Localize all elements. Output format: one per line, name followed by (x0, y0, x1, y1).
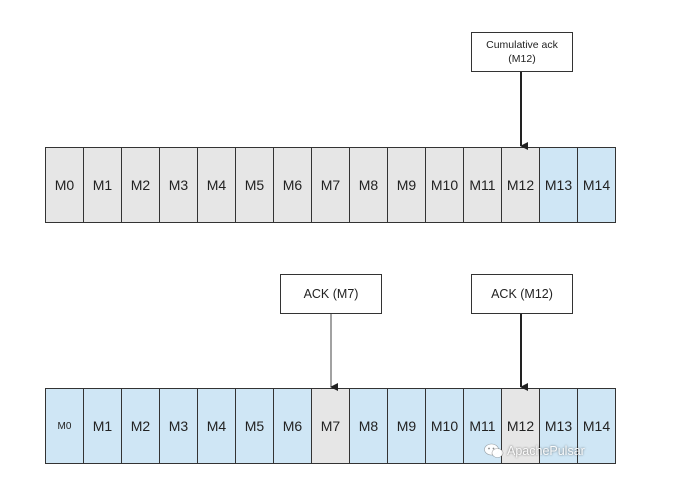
message-cell: M4 (198, 148, 236, 222)
message-cell: M2 (122, 148, 160, 222)
message-cell: M3 (160, 389, 198, 463)
ack-m7-label: ACK (M7) (303, 287, 359, 301)
message-cell: M9 (388, 389, 426, 463)
message-cell: M8 (350, 148, 388, 222)
cumulative-ack-line2: (M12) (508, 53, 536, 65)
bottom-message-row: M0 M1 M2 M3 M4 M5 M6 M7 M8 M9 M10 M11 M1… (45, 388, 616, 464)
message-cell: M6 (274, 389, 312, 463)
message-cell: M0 (46, 389, 84, 463)
message-cell: M14 (578, 389, 616, 463)
message-cell: M2 (122, 389, 160, 463)
watermark-text: ApachePulsar (507, 444, 585, 458)
ack-m12-label: ACK (M12) (491, 287, 553, 301)
message-cell: M5 (236, 148, 274, 222)
message-cell: M1 (84, 148, 122, 222)
message-cell: M1 (84, 389, 122, 463)
message-cell: M12 (502, 389, 540, 463)
message-cell: M5 (236, 389, 274, 463)
ack-m12-annotation: ACK (M12) (471, 274, 573, 314)
message-cell: M10 (426, 148, 464, 222)
message-cell: M12 (502, 148, 540, 222)
message-cell: M10 (426, 389, 464, 463)
watermark: ApachePulsar (484, 443, 585, 459)
message-cell: M9 (388, 148, 426, 222)
ack-m7-annotation: ACK (M7) (280, 274, 382, 314)
message-cell: M4 (198, 389, 236, 463)
message-cell: M3 (160, 148, 198, 222)
wechat-icon (484, 443, 504, 458)
message-cell: M6 (274, 148, 312, 222)
message-cell: M7 (312, 389, 350, 463)
message-cell: M8 (350, 389, 388, 463)
message-cell: M13 (540, 148, 578, 222)
message-cell: M14 (578, 148, 616, 222)
message-cell: M11 (464, 148, 502, 222)
cumulative-ack-annotation: Cumulative ack (M12) (471, 32, 573, 72)
cumulative-ack-line1: Cumulative ack (486, 39, 558, 51)
message-cell: M7 (312, 148, 350, 222)
top-message-row: M0 M1 M2 M3 M4 M5 M6 M7 M8 M9 M10 M11 M1… (45, 147, 616, 223)
message-cell: M13 (540, 389, 578, 463)
message-cell: M0 (46, 148, 84, 222)
